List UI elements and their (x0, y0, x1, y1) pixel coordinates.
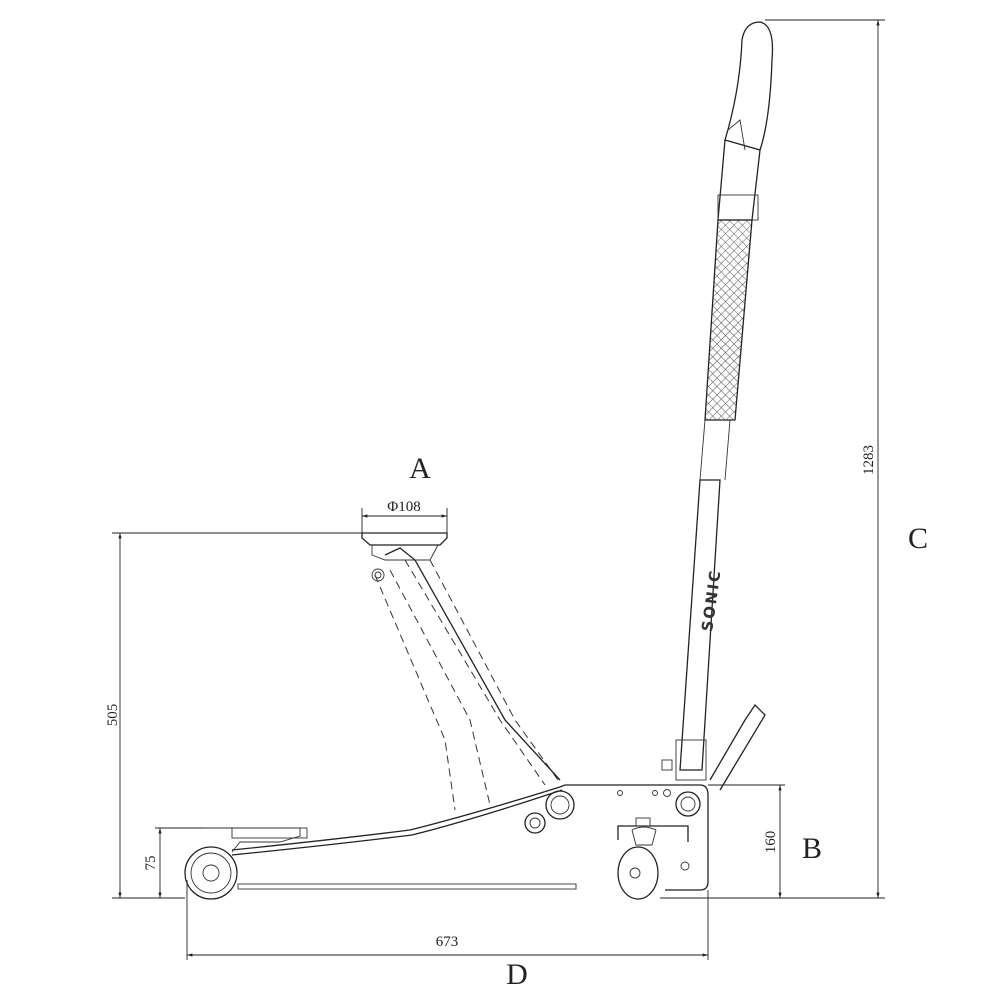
handle: SONIC (661, 21, 774, 791)
dimension-text: 1283 (861, 445, 877, 475)
dimension-text: 505 (105, 704, 121, 727)
dimension-length: 673 D (186, 880, 709, 991)
knurled-grip (704, 219, 753, 421)
dimension-text: 160 (763, 831, 779, 854)
dimension-text: 673 (436, 934, 459, 950)
lifting-arm (371, 547, 561, 811)
front-wheel (184, 846, 238, 900)
label-b: B (802, 832, 822, 865)
dimension-text: 75 (143, 856, 159, 871)
brand-logo: SONIC (698, 568, 725, 633)
dimension-saddle-diameter: Φ108 A (361, 452, 448, 533)
jack-chassis (205, 784, 709, 891)
label-c: C (908, 522, 928, 555)
dimension-min-height: 75 (143, 827, 205, 898)
dimension-text: Φ108 (387, 499, 420, 515)
label-d: D (506, 958, 528, 991)
dimension-max-height: 505 (105, 532, 362, 899)
dimension-chassis-height: 160 B (660, 784, 885, 899)
saddle (361, 532, 448, 561)
caster-wheel (617, 817, 689, 900)
dimension-handle-height: 1283 C (765, 19, 928, 898)
label-a: A (409, 452, 431, 485)
